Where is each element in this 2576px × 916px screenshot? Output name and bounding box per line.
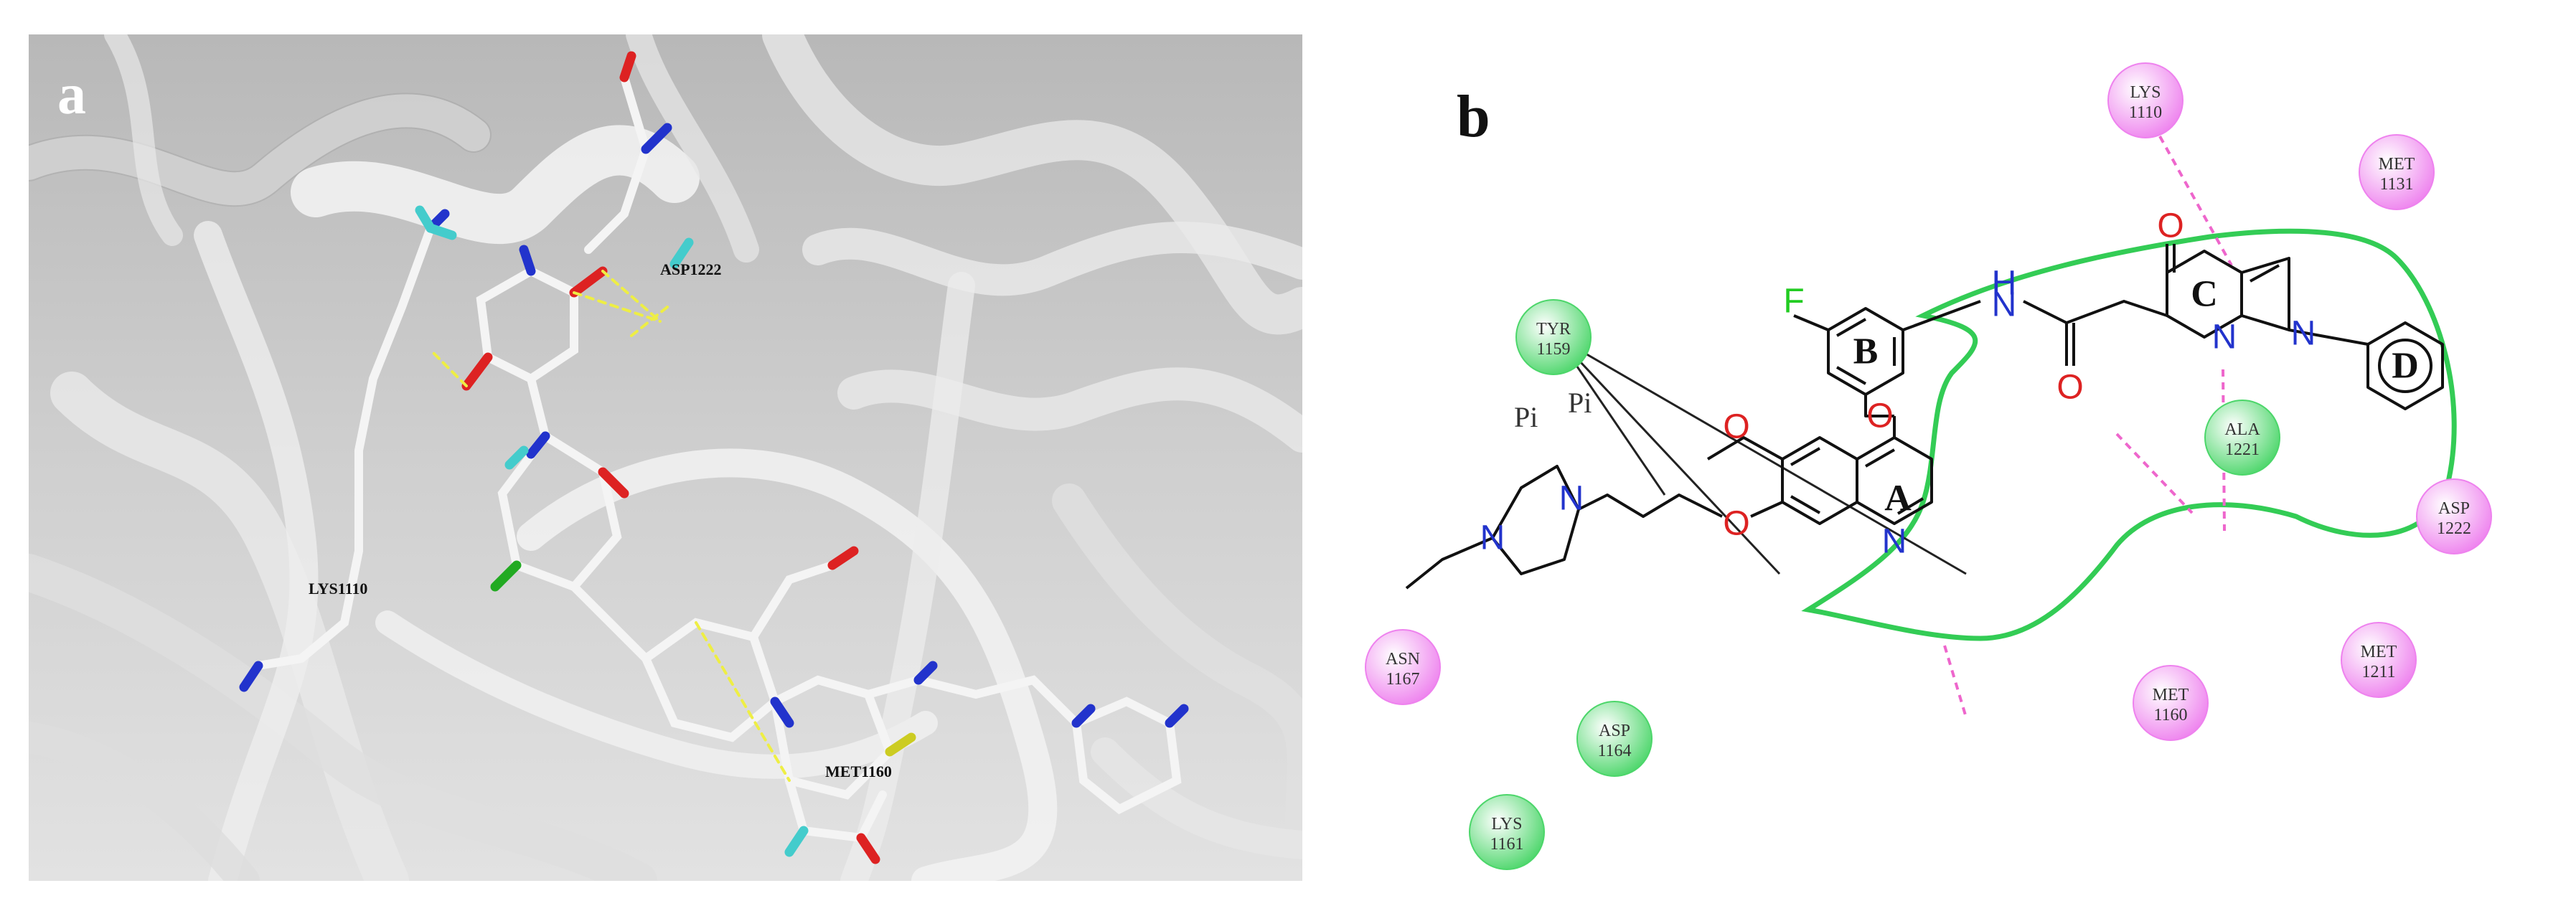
atom-methoxy-o: O [1723,408,1749,446]
ligand-bonds [1405,244,2444,590]
atom-piperazine-n2: N [1480,519,1505,557]
residue-number: 1167 [1386,670,1419,689]
atom-quinoline-n: N [1882,523,1907,561]
residue-name: MET [2153,686,2189,704]
residue-name: TYR [1536,320,1571,339]
residue-number: 1161 [1490,835,1523,854]
residue-number: 1164 [1597,742,1631,760]
residue-met1160: MET 1160 [2133,665,2209,741]
interaction-lines [1943,136,2233,718]
residue-lys1110: LYS1110 [2107,62,2184,138]
atom-pyridone-n: N [2212,318,2237,357]
pi-label-left: Pi [1514,401,1538,433]
atom-amide-h: H [1992,265,2017,303]
residue-label-met1160: MET1160 [825,762,892,780]
panel-b-label: b [1457,83,1490,150]
protein-ribbons [29,34,1302,881]
residue-number: 1211 [2361,663,2395,681]
panel-a-label: a [57,63,86,126]
panel-a-3d-view: a ASP1222 LYS1110 MET1160 [29,34,1302,881]
residue-number: 1222 [2437,519,2471,538]
ring-label-b: B [1853,331,1879,372]
residue-asp1222: ASP1222 [2416,478,2492,554]
residue-number: 1110 [2129,103,2162,122]
atom-amide-n: N [1992,286,2017,324]
atom-chain-o: O [1723,505,1749,543]
residue-number: 1160 [2153,706,2187,724]
atom-amide-o: O [2056,369,2083,407]
residue-number: 1221 [2225,440,2260,459]
binding-pocket-outline [1801,228,2457,641]
pi-label-right: Pi [1568,387,1592,419]
residue-name: LYS [1492,815,1523,834]
ring-label-a: A [1884,478,1912,519]
residue-label-lys1110: LYS1110 [309,580,367,598]
residue-sphere [1469,794,1545,870]
residue-sphere [2107,62,2184,138]
ligand-sticks [239,51,1189,864]
panel-b-2d-diagram: b [1365,62,2492,870]
residue-name: ASP [2438,499,2470,518]
atom-ether-o: O [1866,397,1893,435]
atom-fluorine: F [1783,283,1804,321]
residue-sphere [2133,665,2209,741]
atom-keto-o: O [2157,207,2184,245]
residue-sphere [2341,622,2417,698]
residue-sphere [1515,299,1592,375]
residue-name: ALA [2224,420,2260,439]
residue-name: MET [2379,155,2415,174]
residue-number: 1159 [1536,340,1570,359]
residue-name: ASP [1599,722,1630,740]
residue-spheres: LYS1110MET1131TYR1159ALA1221ASP1222ASN11… [1365,62,2492,870]
residue-sphere [2359,134,2435,210]
ring-label-d: D [2392,346,2419,387]
atom-piperazine-n1: N [1559,480,1584,518]
residue-name: MET [2361,643,2397,661]
residue-name: LYS [2130,83,2161,102]
residue-met1211: MET 1211 [2341,622,2417,698]
residue-name: ASN [1386,650,1420,669]
residue-number: 1131 [2379,175,2413,194]
atom-pyridone-n2: N [2291,315,2316,353]
residue-sphere [1576,701,1653,777]
residue-sphere [1365,629,1441,705]
residue-sphere [2416,478,2492,554]
residue-asp1164: ASP 1164 [1576,701,1653,777]
residue-sphere [2204,400,2280,476]
residue-label-asp1222: ASP1222 [660,260,722,278]
ring-label-c: C [2191,274,2218,315]
atom-labels: F H N O O O O O N N N N N [1480,207,2316,561]
